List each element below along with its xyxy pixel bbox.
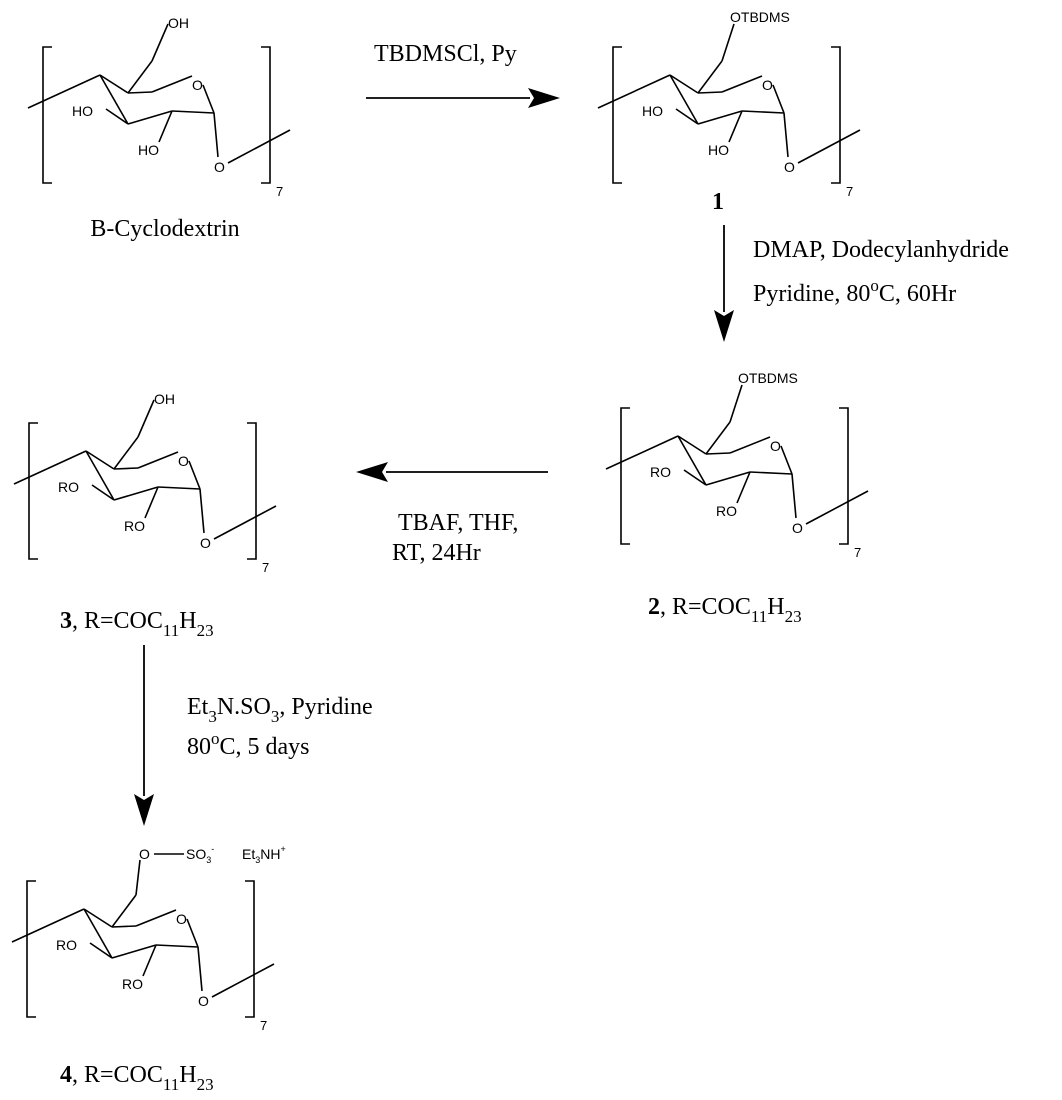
- glycosidic-oxygen-label: O: [200, 535, 211, 551]
- compound-2-number: 2: [648, 594, 660, 620]
- c2-ho-label: HO: [708, 142, 729, 158]
- step-4-reagents-line2: 80oC, 5 days: [187, 729, 310, 760]
- step-4-line2-part1: 80: [187, 734, 211, 760]
- glycosidic-oxygen-label: O: [792, 520, 803, 536]
- structure-4: O SO3- Et3NH+ O RO RO O 7: [11, 844, 286, 1033]
- compound-2-label: 2, R=COC11H23: [648, 594, 802, 626]
- r-group-h: H: [179, 608, 196, 634]
- c3-ho-label: HO: [642, 103, 663, 119]
- c3-ro-label: RO: [56, 937, 77, 953]
- ring-oxygen-label: O: [192, 77, 203, 93]
- right-bracket: [261, 46, 271, 184]
- step-3-reagents-line2: RT, 24Hr: [392, 540, 481, 566]
- arrow-step-1: [366, 88, 560, 108]
- c6-oxygen-label: O: [139, 846, 150, 862]
- sulfate-sub-3: 3: [206, 855, 211, 865]
- r-group-sub-23: 23: [197, 1075, 214, 1094]
- compound-3-number: 3: [60, 608, 72, 634]
- ring-oxygen-label: O: [176, 911, 187, 927]
- c2-ro-label: RO: [124, 518, 145, 534]
- step-2-line2-part1: Pyridine, 80: [753, 281, 870, 307]
- r-group-h: H: [179, 1062, 196, 1088]
- compound-1-number: 1: [712, 189, 724, 215]
- step-4-reagents-line1: Et3N.SO3, Pyridine: [187, 694, 373, 726]
- arrow-step-2: [714, 225, 734, 342]
- arrow-step-3: [356, 462, 548, 482]
- repeat-count: 7: [260, 1018, 267, 1033]
- step-4-end: , Pyridine: [279, 694, 372, 720]
- r-group-h: H: [767, 594, 784, 620]
- step-2-degree: o: [870, 276, 879, 295]
- c6-otbdms-label: OTBDMS: [738, 370, 798, 386]
- glucose-ring-bonds: [27, 23, 291, 164]
- left-bracket: [42, 46, 52, 184]
- arrow-head: [714, 310, 734, 342]
- structure-2: OTBDMS O RO RO O 7: [605, 370, 869, 560]
- step-4-sub-2: 3: [271, 707, 280, 726]
- counterion-et: Et: [242, 846, 255, 862]
- repeat-count: 7: [846, 184, 853, 199]
- counterion-label: Et3NH+: [242, 844, 286, 865]
- arrow-head: [356, 462, 388, 482]
- counterion-sub-3: 3: [255, 855, 260, 865]
- c6-otbdms-label: OTBDMS: [730, 9, 790, 25]
- arrow-step-4: [134, 645, 154, 826]
- step-3-reagents-line1: TBAF, THF,: [398, 510, 518, 536]
- r-group-sub-23: 23: [197, 621, 214, 640]
- repeat-count: 7: [276, 184, 283, 199]
- c2-ro-label: RO: [716, 503, 737, 519]
- c3-ro-label: RO: [650, 464, 671, 480]
- glycosidic-oxygen-label: O: [784, 159, 795, 175]
- r-group-sub-23: 23: [785, 607, 802, 626]
- beta-cyclodextrin-name: B-Cyclodextrin: [90, 216, 239, 242]
- glycosidic-oxygen-label: O: [198, 993, 209, 1009]
- r-group-prefix: , R=COC: [72, 608, 163, 634]
- repeat-count: 7: [262, 560, 269, 575]
- sulfate-so: SO: [186, 846, 206, 862]
- step-4-et: Et: [187, 694, 209, 720]
- step-1-reagents: TBDMSCl, Py: [374, 41, 517, 67]
- r-group-sub-11: 11: [163, 1075, 179, 1094]
- r-group-prefix: , R=COC: [660, 594, 751, 620]
- ring-oxygen-label: O: [762, 77, 773, 93]
- step-2-reagents-line2: Pyridine, 80oC, 60Hr: [753, 276, 956, 307]
- c2-ho-label: HO: [138, 142, 159, 158]
- structure-beta-cyclodextrin: OH O HO HO O 7: [27, 15, 291, 199]
- step-4-mid: N.SO: [217, 694, 271, 720]
- step-4-degree: o: [211, 729, 220, 748]
- glycosidic-oxygen-label: O: [214, 159, 225, 175]
- compound-4-number: 4: [60, 1062, 72, 1088]
- compound-4-label: 4, R=COC11H23: [60, 1062, 214, 1094]
- r-group-prefix: , R=COC: [72, 1062, 163, 1088]
- compound-3-label: 3, R=COC11H23: [60, 608, 214, 640]
- sulfate-label: SO3-: [186, 844, 214, 865]
- structure-3: OH O RO RO O 7: [13, 391, 277, 575]
- step-4-sub-1: 3: [208, 707, 217, 726]
- c6-oh-label: OH: [154, 391, 175, 407]
- c6-oh-label: OH: [168, 15, 189, 31]
- counterion-charge: +: [280, 844, 285, 854]
- step-2-line2-part2: C, 60Hr: [879, 281, 956, 307]
- r-group-sub-11: 11: [163, 621, 179, 640]
- sulfate-charge: -: [211, 844, 214, 854]
- ring-oxygen-label: O: [770, 438, 781, 454]
- step-4-line2-part2: C, 5 days: [220, 734, 310, 760]
- repeat-count: 7: [854, 545, 861, 560]
- arrow-head: [134, 794, 154, 826]
- c3-ro-label: RO: [58, 479, 79, 495]
- step-2-reagents-line1: DMAP, Dodecylanhydride: [753, 237, 1009, 263]
- c3-ho-label: HO: [72, 103, 93, 119]
- structure-1: OTBDMS O HO HO O 7: [597, 9, 861, 199]
- c2-ro-label: RO: [122, 976, 143, 992]
- ring-oxygen-label: O: [178, 453, 189, 469]
- r-group-sub-11: 11: [751, 607, 767, 626]
- counterion-nh: NH: [260, 846, 280, 862]
- arrow-head: [528, 88, 560, 108]
